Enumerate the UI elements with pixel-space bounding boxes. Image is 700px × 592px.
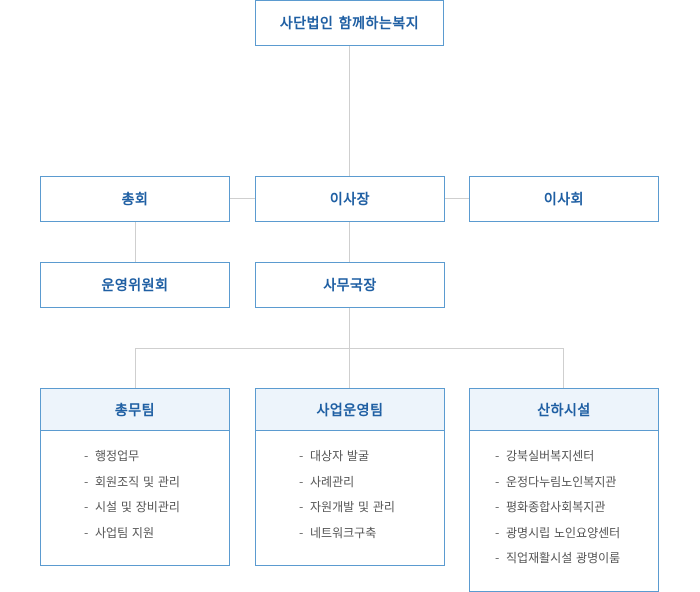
list-item: -자원개발 및 관리 xyxy=(256,495,444,521)
bullet-dash: - xyxy=(84,525,89,540)
bullet-dash: - xyxy=(299,474,304,489)
chairman-node: 이사장 xyxy=(255,176,445,222)
connector-branch-to-affiliate xyxy=(563,348,564,388)
facility-label: 광명시립 노인요양센터 xyxy=(506,525,621,540)
duty-label: 네트워크구축 xyxy=(310,525,377,540)
affiliated-facilities-team: 산하시설 -강북실버복지센터 -운정다누림노인복지관 -평화종합사회복지관 -광… xyxy=(469,388,659,592)
bullet-dash: - xyxy=(84,449,89,463)
list-item: -평화종합사회복지관 xyxy=(470,495,658,521)
bullet-dash: - xyxy=(299,500,304,515)
team-duty-list: -대상자 발굴 -사례관리 -자원개발 및 관리 -네트워크구축 xyxy=(256,431,444,546)
team-title: 사업운영팀 xyxy=(256,389,444,431)
bullet-dash: - xyxy=(299,449,304,463)
duty-label: 행정업무 xyxy=(95,449,140,463)
team-title: 산하시설 xyxy=(470,389,658,431)
connector-top-to-chairman xyxy=(349,45,350,176)
bullet-dash: - xyxy=(84,474,89,489)
list-item: -강북실버복지센터 xyxy=(470,444,658,470)
operations-team: 사업운영팀 -대상자 발굴 -사례관리 -자원개발 및 관리 -네트워크구축 xyxy=(255,388,445,566)
connector-assembly-to-committee xyxy=(135,221,136,262)
board-node: 이사회 xyxy=(469,176,659,222)
facility-label: 운정다누림노인복지관 xyxy=(506,474,617,489)
duty-label: 사업팀 지원 xyxy=(95,525,155,540)
duty-label: 시설 및 장비관리 xyxy=(95,500,180,515)
connector-chairman-to-board xyxy=(445,198,469,199)
list-item: -회원조직 및 관리 xyxy=(41,470,229,496)
connector-secretary-down xyxy=(349,307,350,388)
list-item: -시설 및 장비관리 xyxy=(41,495,229,521)
list-item: -직업재활시설 광명이룸 xyxy=(470,546,658,572)
connector-branch-to-general-team xyxy=(135,348,136,388)
duty-label: 대상자 발굴 xyxy=(310,449,370,463)
bullet-dash: - xyxy=(495,551,500,566)
list-item: -네트워크구축 xyxy=(256,521,444,547)
list-item: -사례관리 xyxy=(256,470,444,496)
facility-list: -강북실버복지센터 -운정다누림노인복지관 -평화종합사회복지관 -광명시립 노… xyxy=(470,431,658,572)
connector-team-branch xyxy=(135,348,564,349)
org-top-node: 사단법인 함께하는복지 xyxy=(255,0,444,46)
duty-label: 자원개발 및 관리 xyxy=(310,500,395,515)
connector-assembly-to-chairman xyxy=(230,198,255,199)
facility-label: 직업재활시설 광명이룸 xyxy=(506,551,621,566)
list-item: -운정다누림노인복지관 xyxy=(470,470,658,496)
duty-label: 회원조직 및 관리 xyxy=(95,474,180,489)
general-assembly-node: 총회 xyxy=(40,176,230,222)
list-item: -행정업무 xyxy=(41,444,229,470)
general-affairs-team: 총무팀 -행정업무 -회원조직 및 관리 -시설 및 장비관리 -사업팀 지원 xyxy=(40,388,230,566)
connector-chairman-to-secretary xyxy=(349,221,350,262)
bullet-dash: - xyxy=(84,500,89,515)
list-item: -광명시립 노인요양센터 xyxy=(470,521,658,547)
facility-label: 강북실버복지센터 xyxy=(506,449,595,463)
duty-label: 사례관리 xyxy=(310,474,355,489)
team-duty-list: -행정업무 -회원조직 및 관리 -시설 및 장비관리 -사업팀 지원 xyxy=(41,431,229,546)
steering-committee-node: 운영위원회 xyxy=(40,262,230,308)
list-item: -사업팀 지원 xyxy=(41,521,229,547)
bullet-dash: - xyxy=(495,449,500,463)
secretary-general-node: 사무국장 xyxy=(255,262,445,308)
facility-label: 평화종합사회복지관 xyxy=(506,500,606,515)
list-item: -대상자 발굴 xyxy=(256,444,444,470)
bullet-dash: - xyxy=(495,500,500,515)
bullet-dash: - xyxy=(495,525,500,540)
team-title: 총무팀 xyxy=(41,389,229,431)
bullet-dash: - xyxy=(495,474,500,489)
bullet-dash: - xyxy=(299,525,304,540)
